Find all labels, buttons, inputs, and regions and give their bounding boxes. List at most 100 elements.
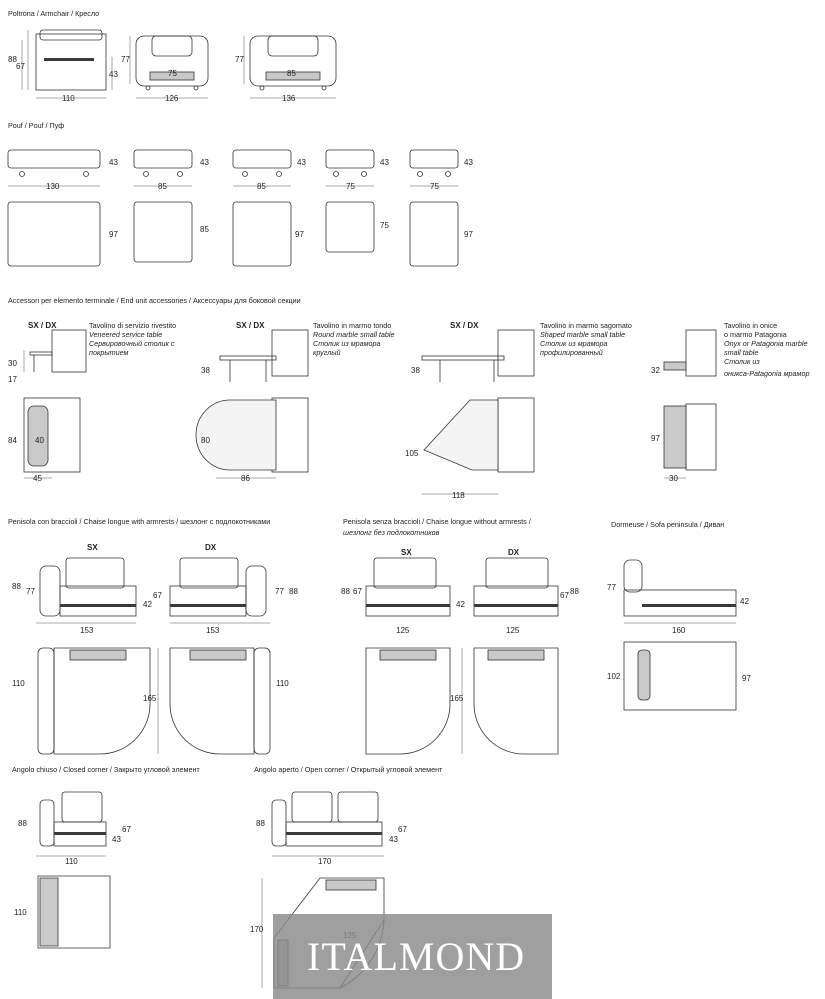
dormeuse-h77: 77 [607,583,616,592]
acc-veneered-caption-2: Veneered service table [89,330,162,339]
open-corner-section-title: Angolo aperto / Open corner / Открытый у… [254,765,443,774]
acc-shaped-width: 118 [452,491,465,500]
chaise-noarms-sx-label: SX [401,548,412,557]
dormeuse-h42: 42 [740,597,749,606]
armchair-a-width: 110 [62,94,75,103]
pouf-85-97 [232,149,292,267]
acc-onyx-width: 30 [669,474,678,483]
closed-corner-plan [37,875,111,949]
chaise-noarms-h67-right: 67 [560,591,569,600]
chaise-noarms-sx-plan [365,647,451,755]
chaise-arms-dx-label: DX [205,543,217,552]
open-corner-depth: 170 [250,925,264,934]
pouf-75-97 [409,149,459,267]
open-corner-width: 170 [318,857,332,866]
acc-veneered-side-label: SX / DX [28,321,57,330]
pouf-4-depth: 75 [380,221,389,230]
dormeuse-plan [623,641,737,711]
armchair-a-seat: 43 [109,70,118,79]
chaise-noarms-width-dx: 125 [506,626,520,635]
italmond-watermark-text: ITALMOND [307,934,525,979]
armchair-section-title: Poltrona / Armchair / Кресло [8,9,99,18]
pouf-1-depth: 97 [109,230,118,239]
armchair-b-inner: 75 [168,69,177,78]
chaise-noarms-dx-label: DX [508,548,520,557]
chaise-arms-sx-plan [37,647,151,755]
armchair-a-back: 67 [16,62,25,71]
armchair-c-height: 77 [235,55,244,64]
pouf-2-depth: 85 [200,225,209,234]
acc-veneered-inner: 40 [35,436,44,445]
chaise-noarms-dx-plan [461,647,559,755]
acc-round-side-label: SX / DX [236,321,265,330]
pouf-3-depth: 97 [295,230,304,239]
closed-corner-depth: 110 [14,908,27,917]
acc-veneered-caption-3: Сервировочный столик с [89,339,175,348]
pouf-5-width: 75 [430,182,439,191]
armchair-front-view-126 [129,35,209,99]
accessories-section-title: Accessori per elemento terminale / End u… [8,296,301,305]
pouf-5-height: 43 [464,158,473,167]
closed-corner-h88: 88 [18,819,27,828]
chaise-noarms-length: 165 [450,694,464,703]
acc-onyx-caption-2: o marmo Patagonia [724,330,787,339]
chaise-arms-dx-front [169,557,270,624]
pouf-5-depth: 97 [464,230,473,239]
chaise-noarms-h67-left: 67 [353,587,362,596]
closed-corner-front [36,791,107,857]
closed-corner-width: 110 [65,857,78,866]
pouf-3-height: 43 [297,158,306,167]
chaise-noarms-dx-front [473,557,559,617]
pouf-3-width: 85 [257,182,266,191]
acc-veneered-drawing [23,329,87,479]
pouf-1-height: 43 [109,158,118,167]
acc-veneered-h1: 30 [8,359,17,368]
armchair-c-inner: 85 [287,69,296,78]
acc-shaped-depth: 105 [405,449,419,458]
acc-onyx-caption-3: Onyx or Patagonia marble [724,339,808,348]
pouf-85-85 [133,149,193,263]
chaise-arms-h88-right: 88 [289,587,298,596]
acc-shaped-height: 38 [411,366,420,375]
pouf-2-height: 43 [200,158,209,167]
chaise-noarms-h42: 42 [456,600,465,609]
closed-corner-section-title: Angolo chiuso / Closed corner / Закрыто … [12,765,200,774]
acc-shaped-side-label: SX / DX [450,321,479,330]
acc-veneered-depth: 84 [8,436,17,445]
pouf-section-title: Pouf / Pouf / Пуф [8,121,64,130]
chaise-arms-length: 165 [143,694,157,703]
acc-shaped-caption-3: Столик из мрамора [540,339,608,348]
open-corner-h43: 43 [389,835,398,844]
acc-shaped-caption-1: Tavolino in marmo sagomato [540,321,632,330]
chaise-arms-h77-left: 77 [26,587,35,596]
acc-onyx-caption-5: Столик из [724,357,760,366]
acc-onyx-depth: 97 [651,434,660,443]
chaise-noarms-h88-right: 88 [570,587,579,596]
chaise-noarms-width-sx: 125 [396,626,410,635]
open-corner-h88: 88 [256,819,265,828]
acc-onyx-drawing [663,329,717,479]
dormeuse-depth-2: 97 [742,674,751,683]
pouf-2-width: 85 [158,182,167,191]
acc-round-caption-3: Столик из мрамора [313,339,381,348]
acc-shaped-drawing [421,329,535,495]
chaise-arms-dx-plan [157,647,271,755]
dormeuse-width: 160 [672,626,686,635]
armchair-b-height: 77 [121,55,130,64]
pouf-4-width: 75 [346,182,355,191]
dormeuse-front [623,559,737,624]
acc-round-depth: 80 [201,436,210,445]
armchair-front-view-136 [243,35,337,99]
acc-round-drawing [195,329,309,479]
dormeuse-section-title: Dormeuse / Sofa peninsula / Диван [611,520,724,529]
acc-onyx-caption-1: Tavolino in onice [724,321,777,330]
chaise-arms-section-title: Penisola con braccioli / Chaise longue w… [8,517,270,526]
acc-veneered-caption-4: покрытием [89,348,129,357]
chaise-noarms-sx-front [365,557,451,617]
pouf-1-width: 130 [46,182,60,191]
chaise-noarms-section-title-2: шезлонг без подлокотников [343,528,440,537]
acc-round-height: 38 [201,366,210,375]
acc-shaped-caption-2: Shaped marble small table [540,330,625,339]
armchair-side-view [21,29,113,99]
